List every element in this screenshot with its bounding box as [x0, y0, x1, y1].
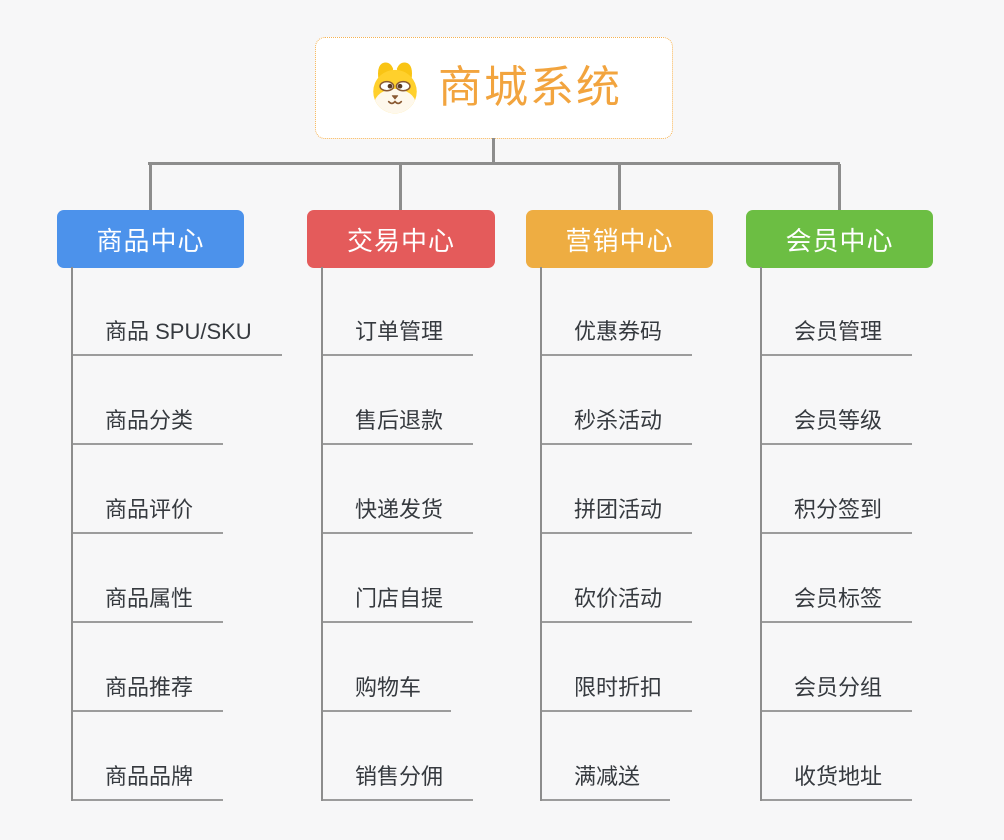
leaf-node[interactable]: 商品评价 [73, 497, 224, 534]
leaf-row: 购物车 [323, 623, 473, 712]
branch-node-member-center[interactable]: 会员中心 [746, 210, 933, 268]
leaf-node[interactable]: 快递发货 [323, 497, 474, 534]
leaf-row: 会员等级 [762, 356, 913, 445]
leaf-row: 积分签到 [762, 445, 913, 534]
leaf-node[interactable]: 购物车 [323, 675, 452, 712]
leaf-row: 收货地址 [762, 712, 913, 801]
connector-drop-marketing [618, 164, 621, 210]
leaf-row: 商品属性 [73, 534, 282, 623]
branch-children-marketing: 优惠券码 秒杀活动 拼团活动 砍价活动 限时折扣 满减送 [540, 267, 693, 801]
leaf-node[interactable]: 商品品牌 [73, 764, 224, 801]
leaf-row: 秒杀活动 [542, 356, 693, 445]
leaf-node[interactable]: 秒杀活动 [542, 408, 693, 445]
leaf-row: 限时折扣 [542, 623, 693, 712]
leaf-node[interactable]: 售后退款 [323, 408, 474, 445]
leaf-node[interactable]: 砍价活动 [542, 586, 693, 623]
leaf-row: 优惠券码 [542, 267, 693, 356]
root-node[interactable]: 商城系统 [315, 37, 673, 139]
leaf-row: 会员分组 [762, 623, 913, 712]
leaf-row: 商品推荐 [73, 623, 282, 712]
leaf-row: 会员管理 [762, 267, 913, 356]
leaf-node[interactable]: 会员分组 [762, 675, 913, 712]
leaf-node[interactable]: 商品分类 [73, 408, 224, 445]
leaf-node[interactable]: 商品属性 [73, 586, 224, 623]
root-node-label: 商城系统 [438, 63, 622, 112]
branch-label: 商品中心 [96, 225, 205, 256]
leaf-row: 砍价活动 [542, 534, 693, 623]
leaf-row: 订单管理 [323, 267, 474, 356]
branch-children-trade: 订单管理 售后退款 快递发货 门店自提 购物车 销售分佣 [321, 267, 474, 801]
branch-children-member: 会员管理 会员等级 积分签到 会员标签 会员分组 收货地址 [760, 267, 913, 801]
branch-children-product: 商品 SPU/SKU 商品分类 商品评价 商品属性 商品推荐 商品品牌 [71, 267, 282, 801]
leaf-row: 拼团活动 [542, 445, 693, 534]
leaf-node[interactable]: 会员等级 [762, 408, 913, 445]
branch-node-marketing-center[interactable]: 营销中心 [526, 210, 713, 268]
leaf-row: 满减送 [542, 712, 692, 801]
leaf-node[interactable]: 积分签到 [762, 497, 913, 534]
leaf-row: 商品分类 [73, 356, 282, 445]
connector-drop-trade [399, 164, 402, 210]
branch-label: 交易中心 [346, 225, 455, 256]
leaf-row: 快递发货 [323, 445, 474, 534]
leaf-node[interactable]: 会员管理 [762, 319, 913, 356]
leaf-node[interactable]: 满减送 [542, 764, 671, 801]
leaf-node[interactable]: 订单管理 [323, 319, 474, 356]
leaf-node[interactable]: 收货地址 [762, 764, 913, 801]
leaf-row: 商品品牌 [73, 712, 282, 801]
leaf-node[interactable]: 限时折扣 [542, 675, 693, 712]
leaf-row: 会员标签 [762, 534, 913, 623]
leaf-row: 门店自提 [323, 534, 474, 623]
branch-label: 营销中心 [565, 225, 674, 256]
leaf-row: 商品 SPU/SKU [73, 267, 282, 356]
connector-horizontal-bar [148, 162, 840, 165]
branch-label: 会员中心 [785, 225, 894, 256]
leaf-row: 销售分佣 [323, 712, 474, 801]
connector-drop-member [838, 164, 841, 210]
leaf-node[interactable]: 会员标签 [762, 586, 913, 623]
leaf-row: 售后退款 [323, 356, 474, 445]
leaf-node[interactable]: 商品 SPU/SKU [73, 319, 282, 356]
leaf-node[interactable]: 销售分佣 [323, 764, 474, 801]
leaf-node[interactable]: 优惠券码 [542, 319, 693, 356]
connector-root-stem [492, 138, 495, 164]
leaf-node[interactable]: 门店自提 [323, 586, 474, 623]
leaf-node[interactable]: 商品推荐 [73, 675, 224, 712]
branch-node-trade-center[interactable]: 交易中心 [307, 210, 495, 268]
dog-face-icon [373, 62, 417, 114]
connector-drop-product [149, 164, 152, 210]
leaf-row: 商品评价 [73, 445, 282, 534]
leaf-node[interactable]: 拼团活动 [542, 497, 693, 534]
branch-node-product-center[interactable]: 商品中心 [57, 210, 244, 268]
